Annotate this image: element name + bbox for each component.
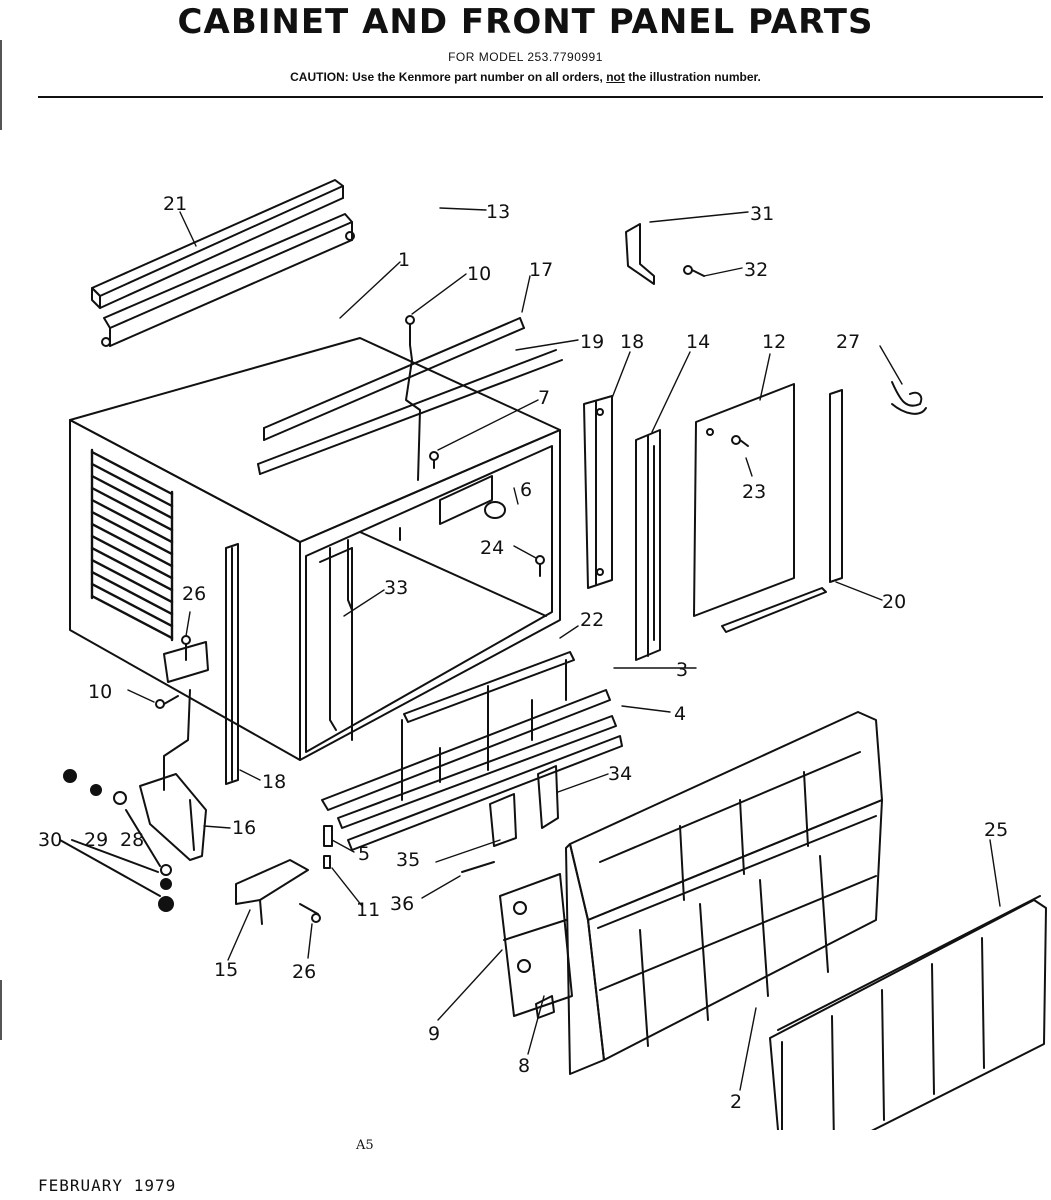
callout-label: 10 bbox=[88, 681, 112, 703]
louver-assembly bbox=[321, 651, 623, 851]
callout-label: 31 bbox=[750, 203, 774, 225]
side-louvers bbox=[90, 448, 174, 642]
side-rail-14 bbox=[635, 429, 661, 661]
callout-label: 22 bbox=[580, 609, 604, 631]
caution-not: not bbox=[606, 70, 625, 84]
callout-label: 3 bbox=[676, 659, 688, 681]
bracket-34 bbox=[537, 765, 559, 829]
filter-panel-25 bbox=[769, 895, 1047, 1130]
callout-label: 2 bbox=[730, 1091, 742, 1113]
callout-label: 24 bbox=[480, 537, 504, 559]
callout-labels: 21 13 1 10 17 19 31 32 18 14 12 27 7 6 2… bbox=[38, 193, 1008, 1113]
side-rail-18-right bbox=[583, 395, 613, 589]
callout-label: 26 bbox=[292, 961, 316, 983]
callout-label: 7 bbox=[538, 387, 550, 409]
callout-label: 14 bbox=[686, 331, 710, 353]
cover-1 bbox=[257, 315, 563, 481]
callout-label: 9 bbox=[428, 1023, 440, 1045]
caution-suffix: the illustration number. bbox=[628, 70, 761, 84]
tubing-33 bbox=[329, 539, 353, 731]
cabinet-shell bbox=[69, 337, 561, 761]
callout-label: 26 bbox=[182, 583, 206, 605]
callout-label: 28 bbox=[120, 829, 144, 851]
callout-label: 15 bbox=[214, 959, 238, 981]
callout-label: 33 bbox=[384, 577, 408, 599]
callout-label: 21 bbox=[163, 193, 187, 215]
callout-label: 36 bbox=[390, 893, 414, 915]
callout-label: 18 bbox=[262, 771, 286, 793]
callout-label: 16 bbox=[232, 817, 256, 839]
strip-20 bbox=[721, 389, 843, 633]
publication-date: FEBRUARY 1979 bbox=[38, 1176, 177, 1195]
callout-label: 8 bbox=[518, 1055, 530, 1077]
top-rail-21 bbox=[91, 179, 344, 309]
callout-label: 20 bbox=[882, 591, 906, 613]
callout-label: 1 bbox=[398, 249, 410, 271]
caution-note: CAUTION: Use the Kenmore part number on … bbox=[0, 70, 1051, 84]
control-panel-9 bbox=[499, 873, 573, 1019]
bracket-31 bbox=[625, 223, 705, 285]
page-code: A5 bbox=[356, 1138, 374, 1153]
clip-11 bbox=[323, 855, 331, 869]
leader-lines bbox=[127, 207, 1001, 1091]
top-rail-13 bbox=[101, 213, 355, 347]
page-title: CABINET AND FRONT PANEL PARTS bbox=[177, 2, 874, 42]
bracket-16 bbox=[139, 689, 207, 861]
model-number: FOR MODEL 253.7790991 bbox=[448, 50, 603, 64]
callout-label: 18 bbox=[620, 331, 644, 353]
caution-prefix: CAUTION: Use the Kenmore part number on … bbox=[290, 70, 603, 84]
callout-label: 19 bbox=[580, 331, 604, 353]
callout-label: 29 bbox=[84, 829, 108, 851]
clip-5 bbox=[323, 825, 333, 847]
side-rail-18-left bbox=[225, 543, 239, 785]
callout-label: 4 bbox=[674, 703, 686, 725]
callout-label: 35 bbox=[396, 849, 420, 871]
callout-label: 13 bbox=[486, 201, 510, 223]
callout-label: 34 bbox=[608, 763, 632, 785]
cord-27 bbox=[891, 381, 927, 415]
exploded-diagram: 21 13 1 10 17 19 31 32 18 14 12 27 7 6 2… bbox=[38, 179, 1047, 1130]
bracket-35 bbox=[489, 793, 517, 847]
bracket-15 bbox=[235, 859, 321, 925]
callout-label: 6 bbox=[520, 479, 532, 501]
callout-label: 27 bbox=[836, 331, 860, 353]
callout-label: 10 bbox=[467, 263, 491, 285]
callout-label: 11 bbox=[356, 899, 380, 921]
callout-label: 12 bbox=[762, 331, 786, 353]
callout-label: 17 bbox=[529, 259, 553, 281]
callout-label: 30 bbox=[38, 829, 62, 851]
bracket-26 bbox=[163, 635, 209, 683]
callout-label: 32 bbox=[744, 259, 768, 281]
scan-edge-mark bbox=[0, 980, 2, 1040]
hardware-nuts bbox=[59, 769, 174, 912]
callout-label: 5 bbox=[358, 843, 370, 865]
header-rule bbox=[38, 96, 1043, 98]
callout-label: 25 bbox=[984, 819, 1008, 841]
screw-10 bbox=[155, 695, 179, 709]
front-frame-2 bbox=[565, 711, 883, 1075]
callout-label: 23 bbox=[742, 481, 766, 503]
pin-36 bbox=[461, 861, 495, 873]
scan-edge-mark bbox=[0, 40, 2, 130]
